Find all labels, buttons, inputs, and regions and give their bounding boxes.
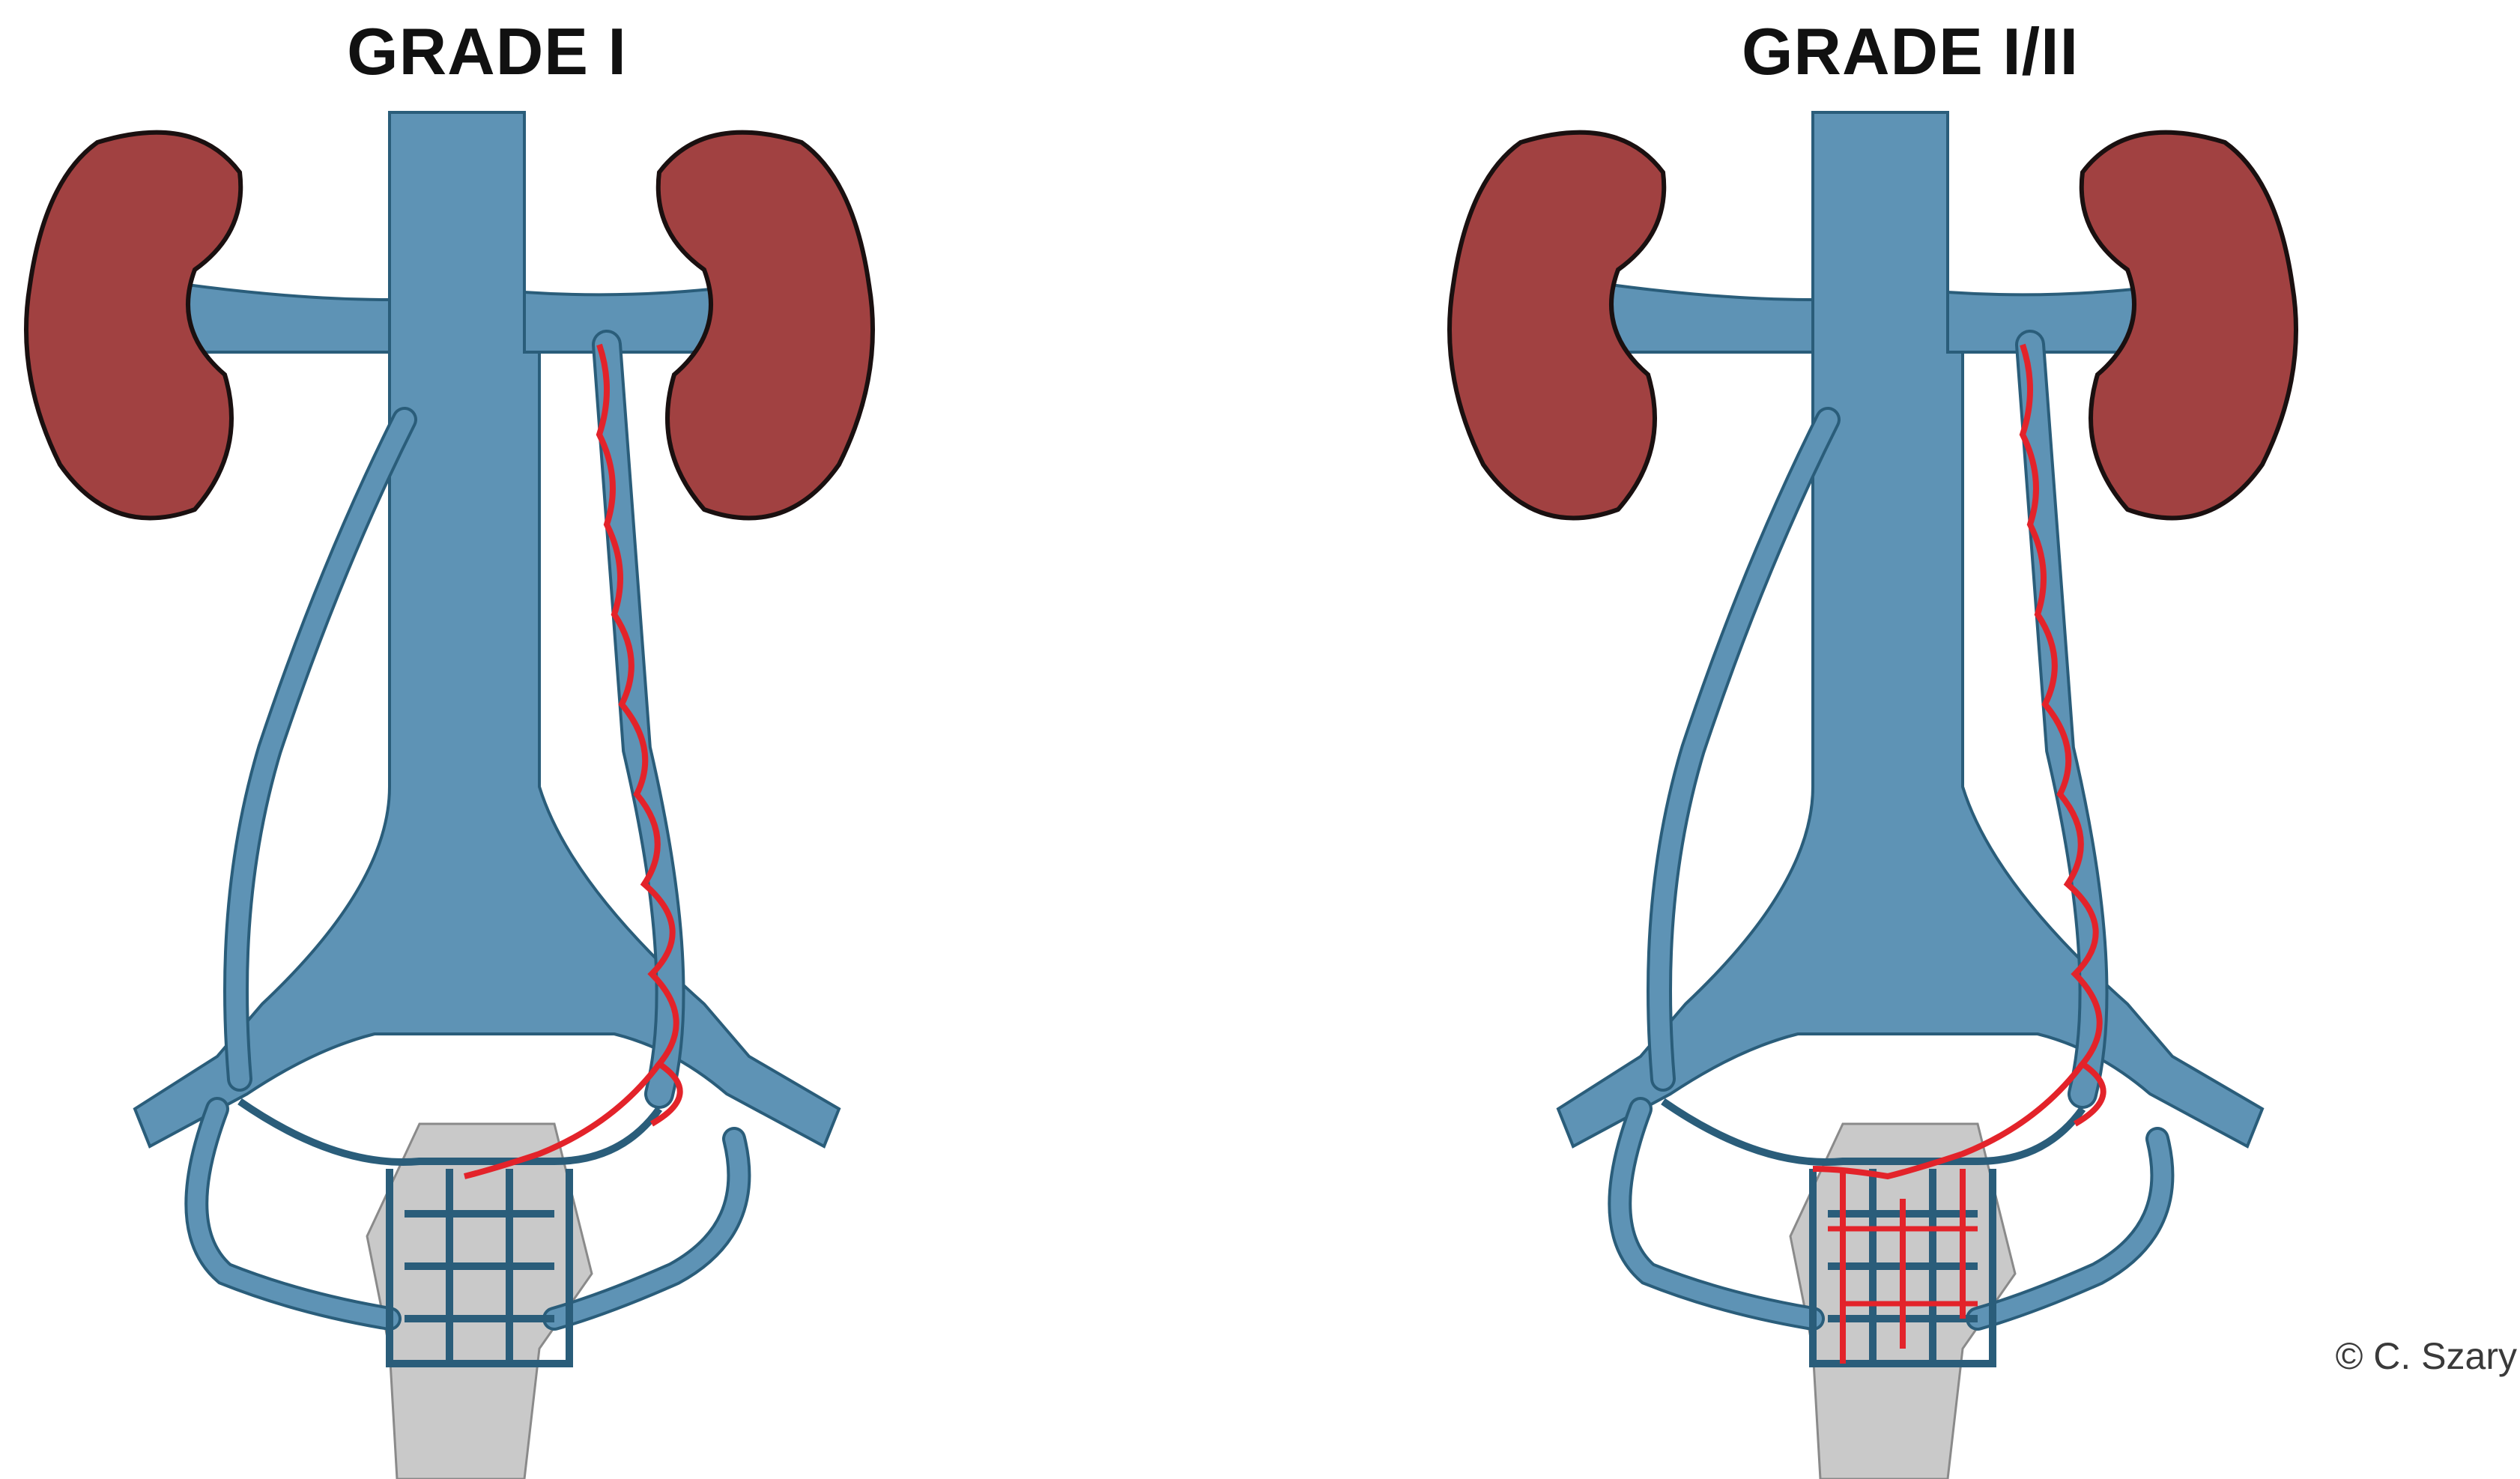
panel-title-grade-1-2: GRADE I/II (1741, 14, 2080, 88)
venous-reflux (1812, 343, 2106, 1364)
kidneys (1447, 130, 2298, 521)
copyright-credit: © C. Szary (2335, 1335, 2517, 1377)
kidneys (24, 130, 875, 521)
venous-reflux (464, 343, 683, 1179)
kidney-right (1447, 130, 1667, 521)
kidney-left (2079, 130, 2298, 521)
panel-title-grade-1: GRADE I (347, 14, 627, 88)
grade-1-2-illustration (1447, 111, 2298, 1479)
kidney-right (24, 130, 243, 521)
uterus (366, 1122, 593, 1479)
grade-1-illustration (24, 111, 875, 1479)
kidney-left (655, 130, 875, 521)
